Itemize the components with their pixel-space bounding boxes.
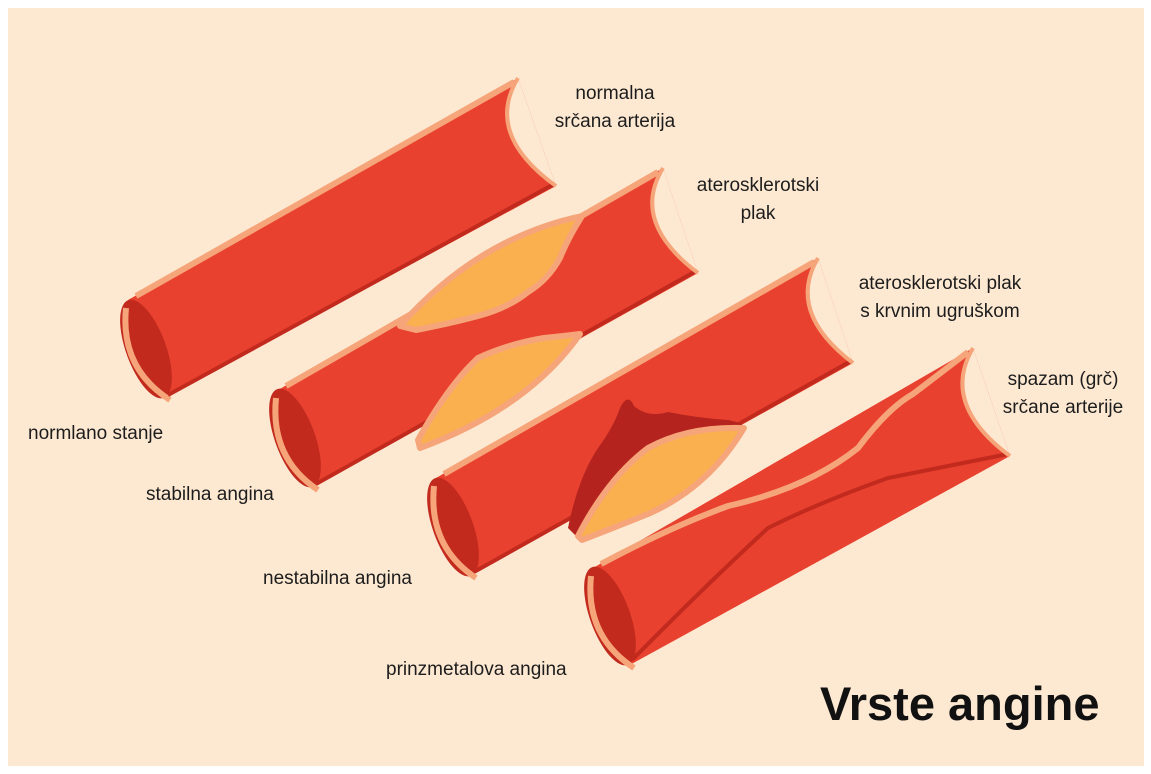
label-spasm: spazam (grč) srčane arterije: [988, 366, 1138, 422]
label-plaque: aterosklerotski plak: [688, 172, 828, 228]
label-plaque-line1: aterosklerotski: [688, 172, 828, 200]
label-plaque-clot-line1: aterosklerotski plak: [840, 270, 1040, 298]
label-plaque-clot: aterosklerotski plak s krvnim ugruškom: [840, 270, 1040, 326]
label-normal-state: normlano stanje: [28, 420, 163, 448]
diagram-canvas: normalna srčana arterija aterosklerotski…: [8, 8, 1144, 766]
diagram-title: Vrste angine: [820, 676, 1100, 732]
label-spasm-line1: spazam (grč): [988, 366, 1138, 394]
label-normal-artery-line1: normalna: [545, 80, 685, 108]
label-normal-artery-line2: srčana arterija: [545, 108, 685, 136]
label-plaque-clot-line2: s krvnim ugruškom: [840, 298, 1040, 326]
label-prinzmetal-angina: prinzmetalova angina: [386, 656, 567, 684]
label-unstable-angina: nestabilna angina: [263, 565, 412, 593]
label-normal-artery: normalna srčana arterija: [545, 80, 685, 136]
label-plaque-line2: plak: [688, 200, 828, 228]
label-stable-angina: stabilna angina: [146, 481, 274, 509]
label-spasm-line2: srčane arterije: [988, 394, 1138, 422]
